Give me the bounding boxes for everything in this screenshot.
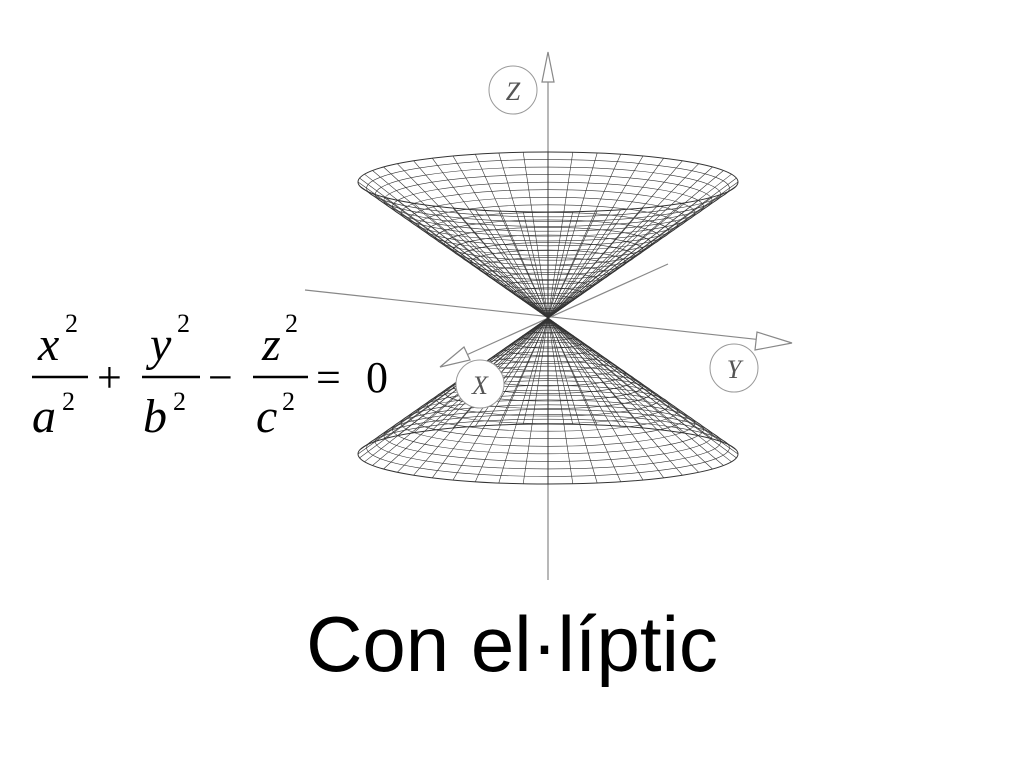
denominator-a: a xyxy=(32,390,56,443)
upper-nappe-ring xyxy=(357,151,739,213)
numerator-x: x xyxy=(37,318,59,371)
operator-equals: = xyxy=(316,353,341,402)
lower-nappe-ring xyxy=(409,394,687,440)
upper-nappe-ring xyxy=(452,234,644,266)
exponent-b: 2 xyxy=(173,387,186,416)
operator-plus: + xyxy=(97,353,122,402)
upper-nappe-ring xyxy=(504,280,592,295)
fraction-x-over-a: x 2 a 2 xyxy=(32,309,88,443)
lower-nappe-ring xyxy=(521,332,575,341)
lower-nappe-ring xyxy=(444,375,652,409)
x-arrowhead xyxy=(439,346,471,368)
lower-nappe-ring xyxy=(513,336,583,349)
fraction-y-over-b: y 2 b 2 xyxy=(142,309,200,443)
exponent-y: 2 xyxy=(177,309,190,338)
lower-nappe-ring xyxy=(495,346,601,364)
z-arrowhead xyxy=(541,51,555,83)
lower-nappe-ring xyxy=(357,423,739,485)
exponent-z: 2 xyxy=(285,309,298,338)
upper-nappe-ring xyxy=(418,204,678,247)
upper-nappe-ring xyxy=(400,189,696,237)
upper-nappe-ring xyxy=(444,227,652,261)
lower-nappe-ring xyxy=(452,370,644,402)
lower-nappe-ring xyxy=(530,327,566,334)
upper-nappe-ring xyxy=(366,159,730,218)
numerator-y: y xyxy=(145,318,172,371)
x-axis xyxy=(441,263,669,367)
y-axis-label: Y xyxy=(709,343,759,393)
exponent-a: 2 xyxy=(62,387,75,416)
lower-nappe-ring xyxy=(539,322,557,326)
upper-nappe-ring xyxy=(513,287,583,300)
upper-nappe-ring xyxy=(530,302,566,309)
lower-nappe-ring xyxy=(435,380,661,417)
upper-nappe-mesh xyxy=(357,151,739,319)
denominator-b: b xyxy=(143,390,167,443)
lower-nappe-ring xyxy=(504,341,592,357)
fraction-z-over-c: z 2 c 2 xyxy=(253,309,308,443)
z-label-text: Z xyxy=(506,77,521,106)
exponent-x: 2 xyxy=(65,309,78,338)
exponent-c: 2 xyxy=(282,387,295,416)
upper-nappe-ring xyxy=(521,295,575,304)
denominator-c: c xyxy=(256,390,277,443)
lower-nappe-ring xyxy=(418,389,678,432)
cone-equation: x 2 a 2 + y 2 b 2 − z 2 c 2 = 0 xyxy=(32,309,388,443)
operator-minus: − xyxy=(208,353,233,402)
x-axis-label: X xyxy=(455,359,505,409)
x-label-text: X xyxy=(471,371,489,400)
z-axis-label: Z xyxy=(488,65,538,115)
slide-title: Con el·líptic xyxy=(306,600,718,688)
y-arrowhead xyxy=(754,331,793,351)
lower-nappe-mesh xyxy=(357,317,739,485)
right-hand-side: 0 xyxy=(366,353,388,402)
lower-nappe-ring xyxy=(366,418,730,477)
upper-nappe-ring xyxy=(495,272,601,290)
numerator-z: z xyxy=(261,318,281,371)
upper-nappe-ring xyxy=(539,310,557,314)
upper-nappe-ring xyxy=(478,257,618,280)
lower-nappe-ring xyxy=(400,399,696,447)
upper-nappe-ring xyxy=(435,219,661,256)
y-label-text: Y xyxy=(727,355,744,384)
upper-nappe-ring xyxy=(409,197,687,242)
